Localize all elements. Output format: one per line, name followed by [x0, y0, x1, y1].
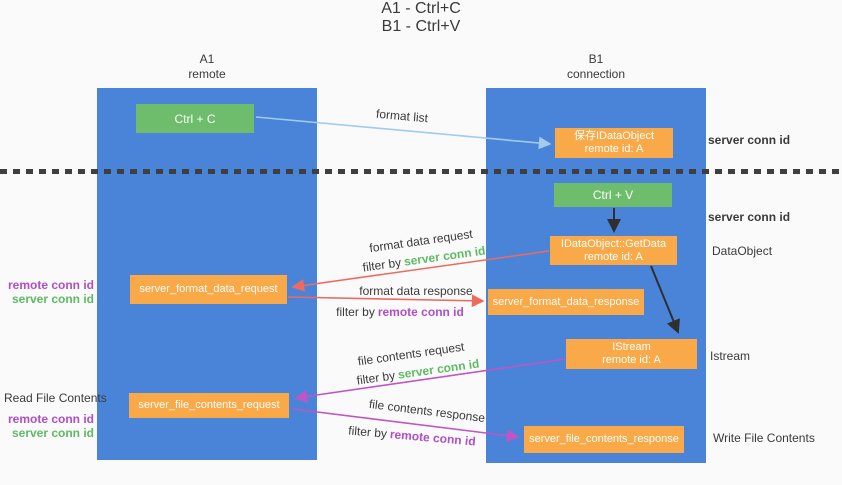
- format-data-request-arrow: [291, 250, 550, 292]
- file-contents-request-arrow: [294, 358, 567, 403]
- filter-by-text: filter by: [336, 305, 375, 319]
- server-conn-id-label-mid: server conn id: [708, 210, 791, 224]
- column-a1-header: A1 remote: [97, 52, 317, 82]
- node-idataobject-getdata-line1: IDataObject::GetData: [560, 237, 667, 250]
- server-conn-id-label-top: server conn id: [708, 133, 791, 147]
- node-istream: IStream remote id: A: [566, 339, 697, 369]
- node-save-idataobject: 保存IDataObject remote id: A: [555, 128, 673, 158]
- node-server-file-contents-request-label: server_file_contents_request: [138, 399, 280, 411]
- node-server-format-data-response: server_format_data_response: [488, 289, 644, 315]
- dataobject-label: DataObject: [712, 244, 773, 258]
- column-b1-header: B1 connection: [486, 52, 706, 82]
- format-data-response-arrow: [287, 294, 485, 308]
- format-data-response-label: format data response: [359, 284, 473, 298]
- column-b1-name: B1: [588, 52, 604, 66]
- node-server-format-data-response-label: server_format_data_response: [492, 295, 640, 308]
- remote-conn-id-label: remote conn id: [8, 278, 95, 292]
- column-a1-name: A1: [199, 52, 215, 66]
- file-contents-response-arrow: [292, 408, 520, 442]
- node-istream-line2: remote id: A: [602, 354, 661, 366]
- file-left-conn-id-labels: Read File Contents remote conn id server…: [4, 391, 107, 440]
- node-istream-line1: IStream: [612, 341, 651, 353]
- format-left-conn-id-labels: remote conn id server conn id: [8, 278, 94, 306]
- node-ctrl-c-label: Ctrl + C: [174, 111, 216, 126]
- diagram-title: A1 - Ctrl+C B1 - Ctrl+V: [0, 0, 842, 36]
- remote-conn-id-text: remote conn id: [377, 305, 464, 319]
- istream-label: Istream: [710, 349, 751, 363]
- title-line-1: A1 - Ctrl+C: [381, 0, 461, 17]
- node-ctrl-c: Ctrl + C: [136, 104, 254, 133]
- server-conn-id-label: server conn id: [11, 292, 94, 306]
- getdata-to-istream-arrow: [650, 265, 680, 334]
- node-server-file-contents-request: server_file_contents_request: [129, 393, 289, 418]
- format-list-arrow: [255, 116, 552, 150]
- session-separator-dotted-line: [0, 169, 842, 174]
- node-ctrl-v: Ctrl + V: [554, 183, 672, 207]
- node-idataobject-getdata: IDataObject::GetData remote id: A: [550, 236, 677, 265]
- remote-conn-id-label: remote conn id: [7, 412, 94, 426]
- read-file-contents-label: Read File Contents: [4, 391, 107, 405]
- server-conn-id-label: server conn id: [11, 426, 94, 440]
- title-line-2: B1 - Ctrl+V: [381, 18, 461, 35]
- column-a1-subtitle: remote: [188, 67, 226, 81]
- node-server-file-contents-response-label: server_file_contents_response: [529, 433, 679, 445]
- node-server-file-contents-response: server_file_contents_response: [524, 426, 684, 453]
- node-server-format-data-request: server_format_data_request: [130, 275, 287, 304]
- node-ctrl-v-label: Ctrl + V: [592, 188, 634, 202]
- write-file-contents-label: Write File Contents: [713, 431, 815, 445]
- node-server-format-data-request-label: server_format_data_request: [139, 283, 278, 295]
- column-b1-subtitle: connection: [566, 67, 626, 81]
- node-idataobject-getdata-line2: remote id: A: [584, 250, 643, 263]
- node-save-idataobject-line1: 保存IDataObject: [573, 130, 655, 142]
- node-save-idataobject-line2: remote id: A: [584, 143, 644, 155]
